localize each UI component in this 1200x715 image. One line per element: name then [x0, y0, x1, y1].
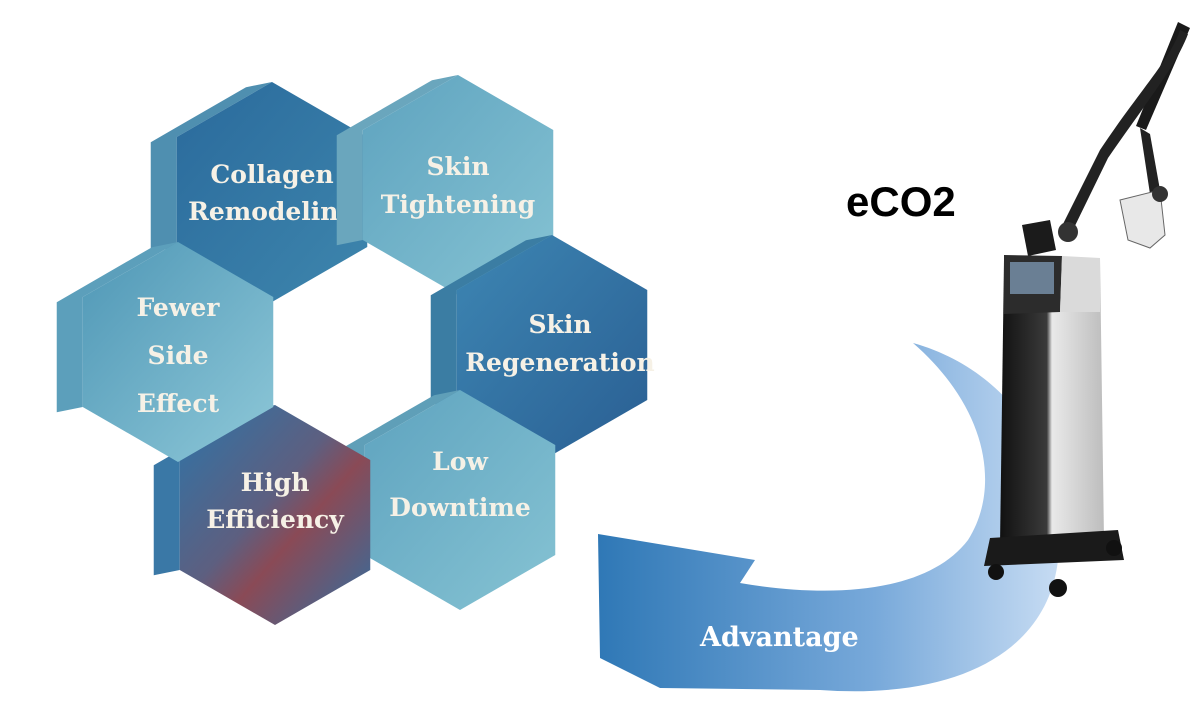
hexagon-face [179, 405, 371, 625]
hexagon-label-line: Downtime [389, 493, 530, 522]
hexagon-label-line: Side [148, 341, 209, 370]
hexagon-label-line: Effect [137, 389, 220, 418]
hexagon-label-line: Fewer [137, 293, 221, 322]
hexagon-label-line: Skin [426, 152, 489, 181]
advantage-arrow: Advantage [598, 343, 1060, 692]
hexagon-label-line: Regeneration [465, 348, 654, 377]
hexagon-face [82, 242, 274, 462]
hexagon-label-line: Skin [528, 310, 591, 339]
hexagon-label-line: High [241, 468, 310, 497]
hexagon-face [364, 390, 556, 610]
laser-device-icon [984, 22, 1190, 597]
hexagon-label-line: Collagen [210, 160, 333, 189]
arrow-shape [598, 343, 1060, 692]
hexagon-label-line: Efficiency [206, 505, 345, 534]
product-name: eCO2 [846, 178, 956, 225]
hexagon-label-line: Tightening [381, 190, 536, 219]
hexagon-cluster: CollagenRemodelingSkinTighteningSkinRege… [56, 75, 655, 625]
hexagon-side [56, 242, 178, 413]
arrow-label: Advantage [699, 622, 859, 653]
hexagon-face [176, 82, 368, 302]
hexagon-side [150, 82, 272, 253]
hexagon-label-line: Low [432, 447, 489, 476]
hexagon-label-line: Remodeling [188, 197, 356, 226]
hexagon-side [336, 75, 458, 246]
hexagon-face [456, 235, 648, 455]
hexagon-side [430, 235, 552, 406]
hexagon-face [362, 75, 554, 295]
